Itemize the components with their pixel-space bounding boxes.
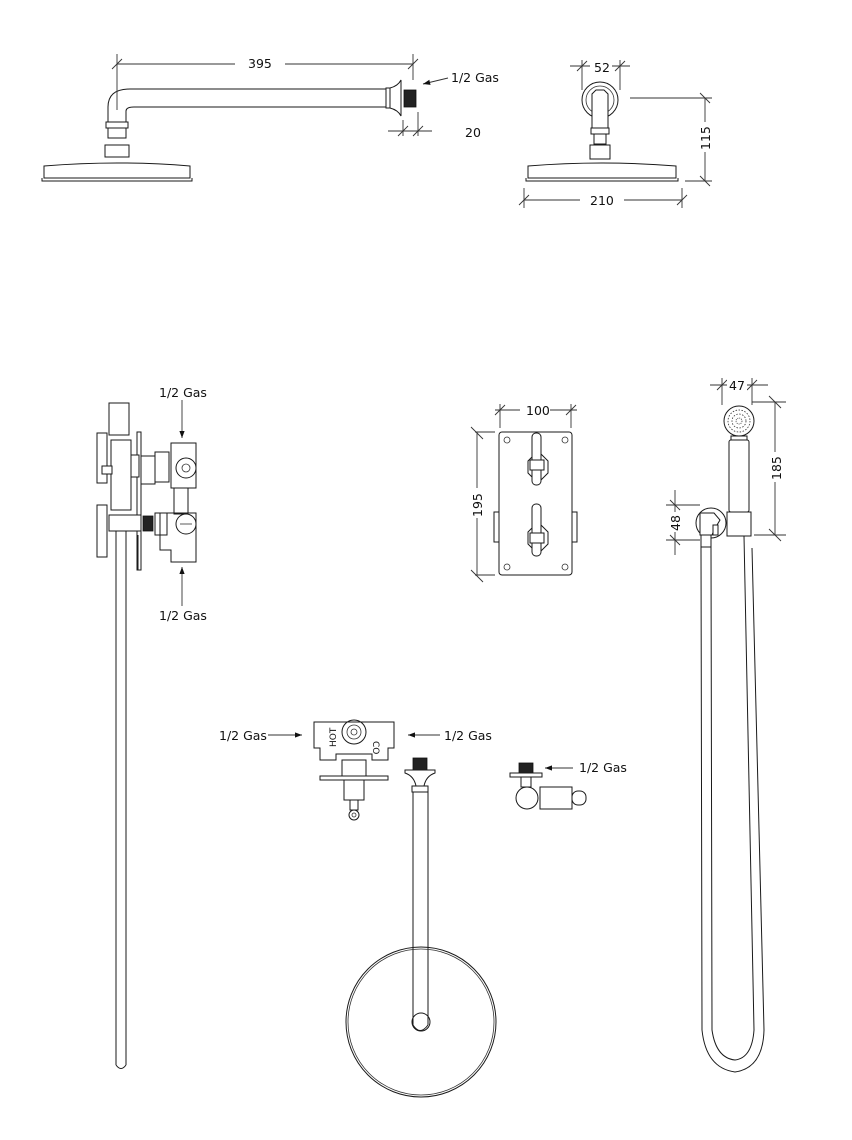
- dim-bracket-height: 48: [668, 515, 683, 531]
- label-hot: HOT: [329, 727, 339, 747]
- dim-arm-length: 395: [248, 56, 272, 71]
- wall-outlet-view: [509, 762, 587, 810]
- dim-handshower-length: 185: [769, 456, 784, 480]
- label-arm-thread: 1/2 Gas: [451, 70, 499, 85]
- label-valve-right-inlet: 1/2 Gas: [444, 728, 492, 743]
- valve-top-view: [268, 719, 440, 821]
- dim-handshower-width: 47: [729, 378, 745, 393]
- dim-flange-width: 52: [594, 60, 610, 75]
- handshower-view: [666, 378, 786, 1073]
- dim-flange-depth: 20: [465, 125, 481, 140]
- dim-plate-height: 195: [470, 493, 485, 517]
- label-wall-outlet-thread: 1/2 Gas: [579, 760, 627, 775]
- label-valve-top-inlet: 1/2 Gas: [159, 385, 207, 400]
- dim-plate-width: 100: [526, 403, 550, 418]
- overhead-shower-front-view: [518, 58, 713, 208]
- label-valve-bottom-inlet: 1/2 Gas: [159, 608, 207, 623]
- overhead-shower-top-view: [345, 757, 497, 1098]
- overhead-shower-side-view: [41, 54, 449, 182]
- valve-side-view: [96, 400, 197, 1069]
- dim-overhead-height: 115: [698, 126, 713, 150]
- label-valve-left-inlet: 1/2 Gas: [219, 728, 267, 743]
- label-cold: CO: [370, 741, 380, 754]
- dim-head-diameter: 210: [590, 193, 614, 208]
- valve-plate-front-view: [470, 402, 578, 583]
